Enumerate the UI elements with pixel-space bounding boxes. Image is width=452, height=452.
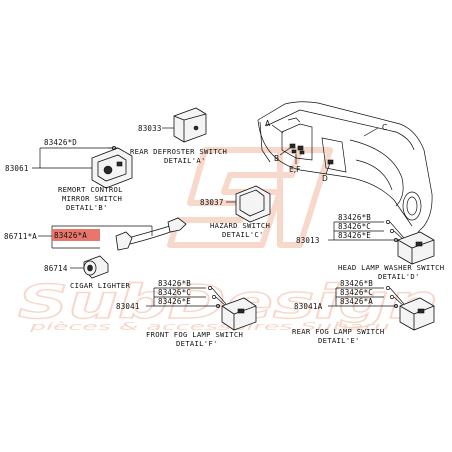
hazard-caption: HAZARD SWITCH bbox=[210, 221, 270, 230]
rear-defroster-detail: DETAIL'A' bbox=[164, 156, 206, 165]
rear-defroster-caption: REAR DEFROSTER SWITCH bbox=[130, 147, 227, 156]
highlighted-part-box bbox=[52, 229, 100, 241]
remote-mirror-detail: DETAIL'B' bbox=[66, 203, 108, 212]
part-86714-label: 86714 bbox=[44, 264, 68, 273]
remote-mirror-caption-2: MIRROR SWITCH bbox=[62, 194, 122, 203]
watermark-tagline: pièces & accessoires Subaru bbox=[28, 320, 390, 333]
part-83426a-highlight-label: 83426*A bbox=[54, 231, 87, 240]
dash-letter-a: A bbox=[265, 119, 271, 128]
part-83426e-f-label: 83426*E bbox=[158, 297, 191, 306]
part-83426b-e-label: 83426*B bbox=[340, 279, 373, 288]
part-83013-label: 83013 bbox=[296, 236, 320, 245]
hazard-switch: 83037 HAZARD SWITCH DETAIL'C' bbox=[200, 185, 271, 239]
part-83037-label: 83037 bbox=[200, 198, 224, 207]
part-83033-label: 83033 bbox=[138, 124, 162, 133]
part-83426c-e-label: 83426*C bbox=[340, 288, 373, 297]
headlamp-washer-switch: 83426*B 83426*C 83426*E 83013 HEAD LAMP … bbox=[296, 213, 444, 281]
dashboard-overview: A B E,F D C bbox=[257, 101, 433, 233]
cigar-lighter-caption: CIGAR LIGHTER bbox=[70, 281, 131, 290]
remote-mirror-switch: 83426*D 83061 REMORT CONTROL MIRROR SWIT… bbox=[5, 138, 133, 212]
part-83061-label: 83061 bbox=[5, 164, 29, 173]
front-fog-caption: FRONT FOG LAMP SWITCH bbox=[146, 330, 243, 339]
rear-fog-detail: DETAIL'E' bbox=[318, 336, 360, 345]
front-fog-lamp-switch: 83426*B 83426*C 83426*E 83041 FRONT FOG … bbox=[116, 279, 257, 348]
rear-defroster-switch: 83033 REAR DEFROSTER SWITCH DETAIL'A' bbox=[130, 107, 227, 165]
dash-letter-b: B bbox=[274, 154, 279, 163]
remote-mirror-caption-1: REMORT CONTROL bbox=[58, 185, 123, 194]
part-83426b-d-label: 83426*B bbox=[338, 213, 371, 222]
part-83041-label: 83041 bbox=[116, 302, 140, 311]
headlamp-washer-detail: DETAIL'D' bbox=[378, 272, 420, 281]
dash-letter-d: D bbox=[322, 174, 328, 183]
part-83426c-f-label: 83426*C bbox=[158, 288, 191, 297]
part-83426b-f-label: 83426*B bbox=[158, 279, 191, 288]
part-83426d-label: 83426*D bbox=[44, 138, 77, 147]
part-86711a-label: 86711*A bbox=[4, 232, 37, 241]
hazard-detail: DETAIL'C' bbox=[222, 230, 264, 239]
part-83426a-e-label: 83426*A bbox=[340, 297, 373, 306]
front-fog-detail: DETAIL'F' bbox=[176, 339, 218, 348]
headlamp-washer-caption: HEAD LAMP WASHER SWITCH bbox=[338, 263, 444, 272]
rear-fog-caption: REAR FOG LAMP SWITCH bbox=[292, 327, 385, 336]
rear-fog-lamp-switch: 83426*B 83426*C 83426*A 83041A REAR FOG … bbox=[292, 279, 435, 345]
dash-letter-ef: E,F bbox=[289, 165, 300, 174]
dash-letter-c: C bbox=[382, 123, 387, 132]
part-83426e-d-label: 83426*E bbox=[338, 231, 371, 240]
cigar-lighter: 83426*A 86711*A 86714 CIGAR LIGHTER bbox=[4, 217, 187, 290]
part-83041a-label: 83041A bbox=[294, 302, 323, 311]
part-83426c-d-label: 83426*C bbox=[338, 222, 371, 231]
